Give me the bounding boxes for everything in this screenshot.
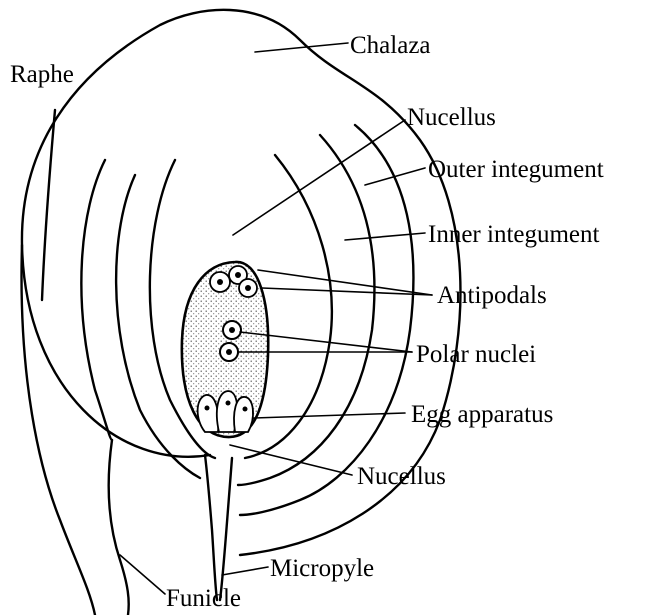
- label-antipodals: Antipodals: [437, 282, 547, 309]
- leader-lines: [120, 43, 432, 594]
- label-inner-integument: Inner integument: [428, 221, 600, 248]
- label-egg-apparatus: Egg apparatus: [411, 401, 553, 428]
- micropyle-right: [220, 458, 232, 600]
- label-raphe: Raphe: [10, 61, 74, 88]
- funicle-stalk: [22, 245, 95, 615]
- micropyle-left: [205, 455, 217, 600]
- egg-apparatus: [198, 391, 253, 432]
- label-nucellus-bottom: Nucellus: [357, 463, 446, 490]
- label-nucellus-top: Nucellus: [407, 104, 496, 131]
- label-chalaza: Chalaza: [350, 32, 431, 59]
- label-funicle: Funicle: [166, 585, 241, 612]
- label-micropyle: Micropyle: [270, 555, 374, 582]
- funicle-inner-edge: [109, 440, 129, 615]
- label-polar-nuclei: Polar nuclei: [416, 341, 536, 368]
- label-outer-integument: Outer integument: [428, 156, 604, 183]
- raphe-curve-1: [81, 160, 112, 440]
